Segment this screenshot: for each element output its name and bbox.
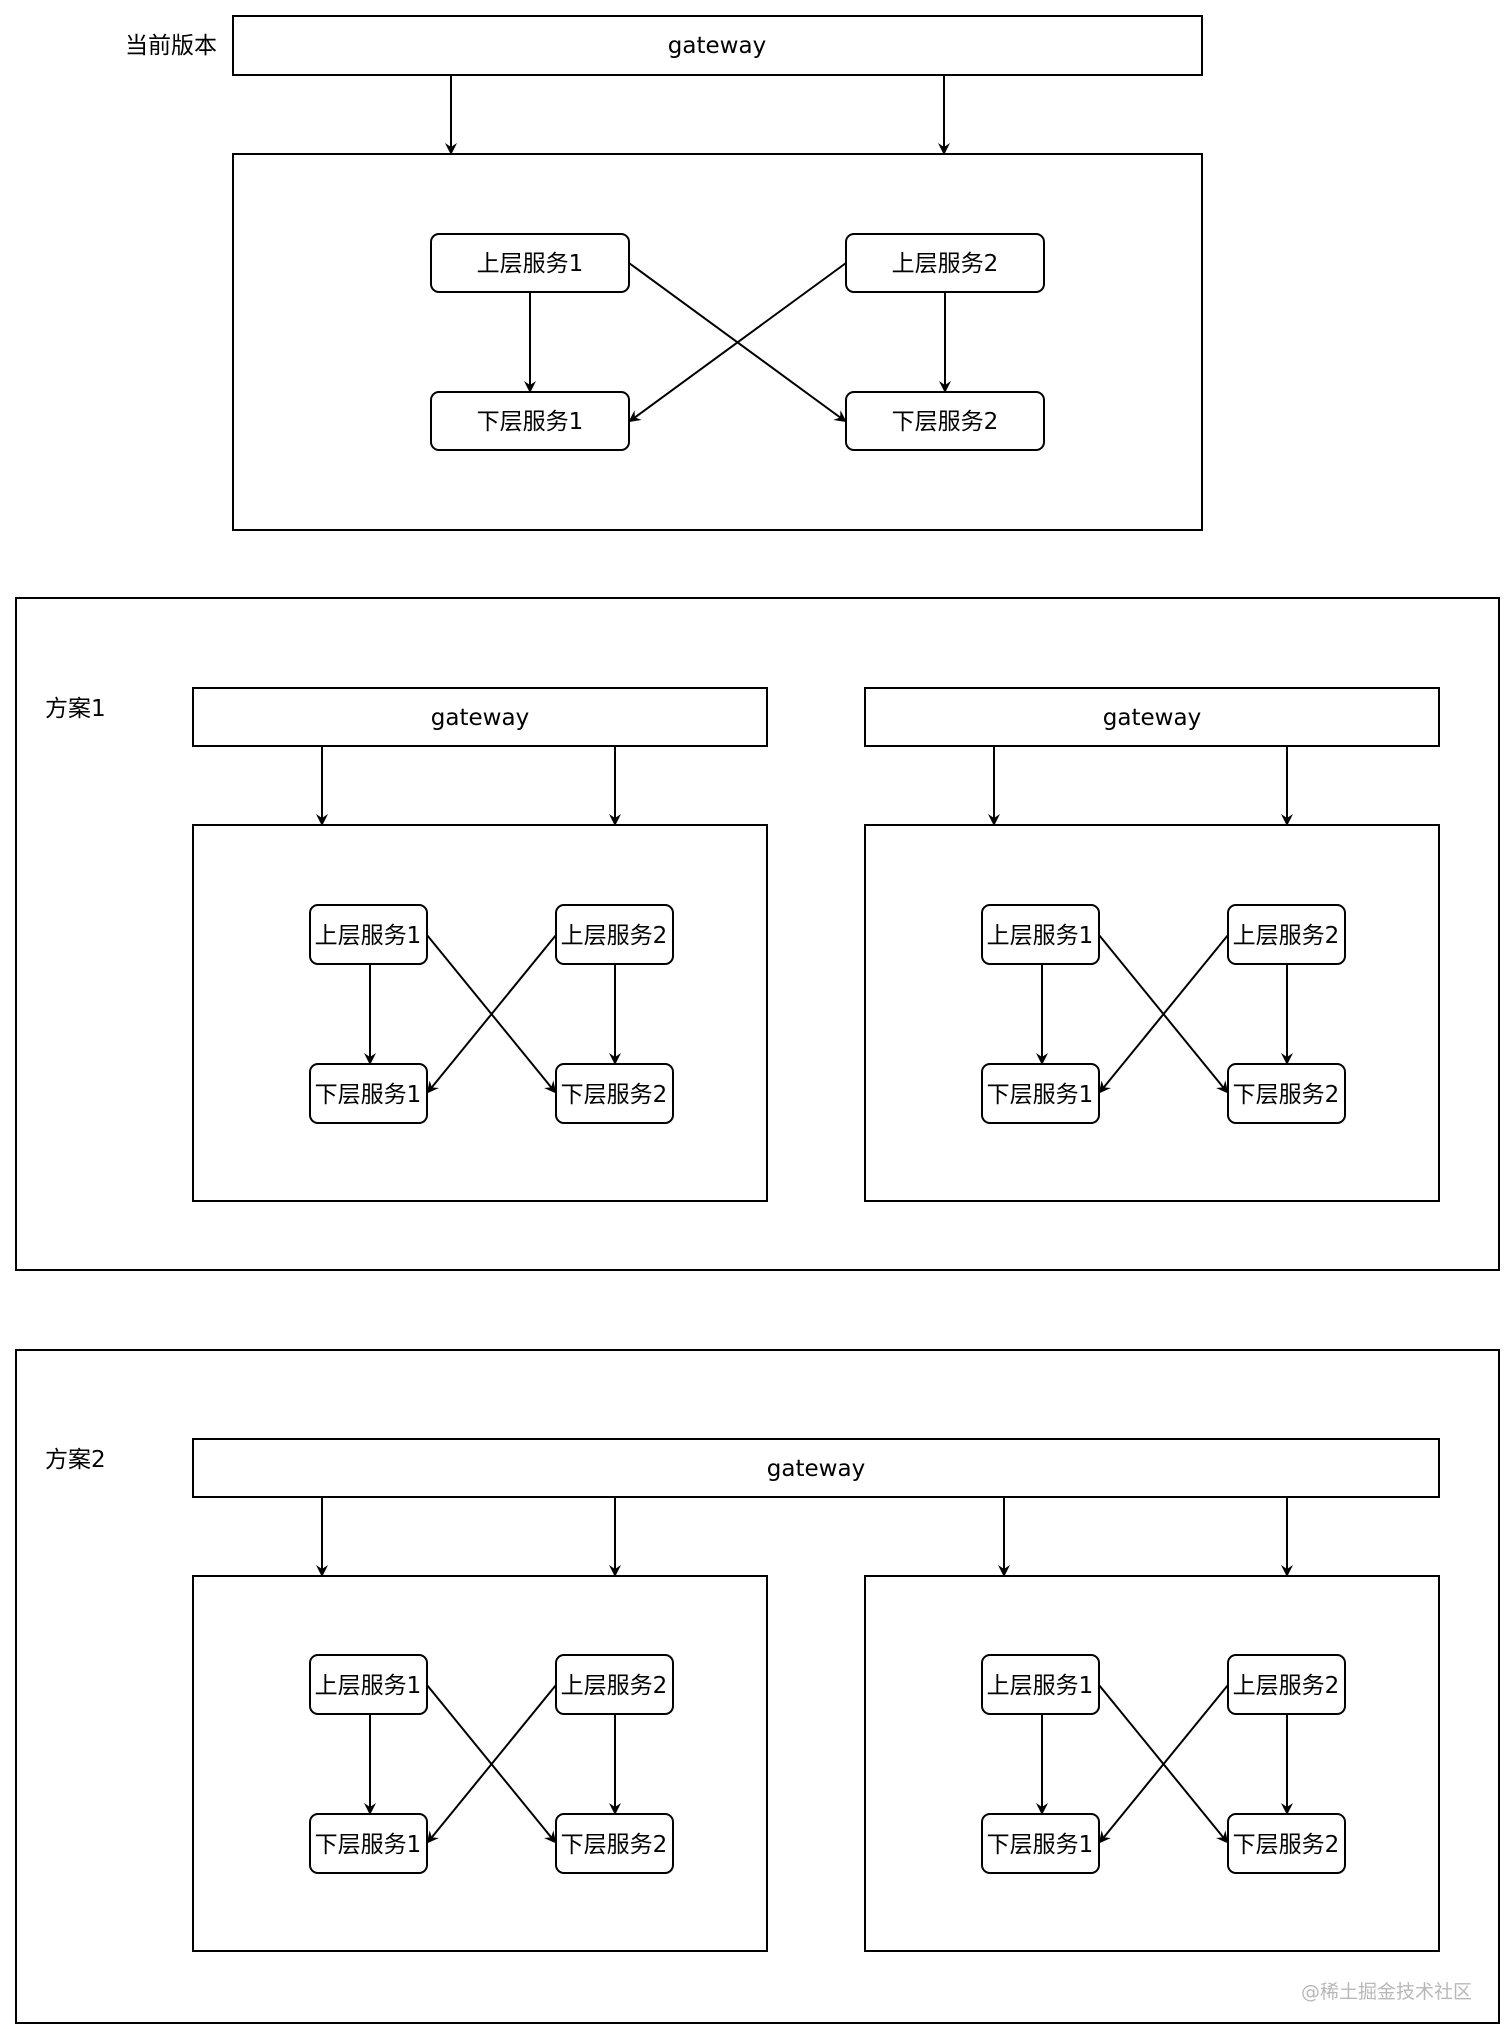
lower-service-1-label: 下层服务1 — [987, 1082, 1094, 1108]
upper-service-2-label: 上层服务2 — [561, 1673, 668, 1699]
lower-service-2-label: 下层服务2 — [892, 409, 999, 435]
upper-service-1-label: 上层服务1 — [315, 923, 422, 949]
service-container — [864, 1575, 1440, 1952]
gateway-label: gateway — [767, 1456, 865, 1482]
lower-service-1: 下层服务1 — [430, 391, 630, 451]
lower-service-2: 下层服务2 — [1227, 1813, 1346, 1874]
upper-service-1: 上层服务1 — [430, 233, 630, 293]
lower-service-1: 下层服务1 — [981, 1813, 1100, 1874]
gateway-label: gateway — [668, 33, 766, 59]
lower-service-1-label: 下层服务1 — [987, 1832, 1094, 1858]
service-container — [192, 824, 768, 1202]
watermark: @稀土掘金技术社区 — [1300, 1981, 1472, 2003]
service-container — [232, 153, 1203, 531]
plan2-label: 方案2 — [45, 1447, 106, 1473]
gateway-label: gateway — [431, 705, 529, 731]
service-container — [864, 824, 1440, 1202]
upper-service-1: 上层服务1 — [981, 1654, 1100, 1715]
upper-service-2-label: 上层服务2 — [561, 923, 668, 949]
lower-service-1-label: 下层服务1 — [315, 1082, 422, 1108]
upper-service-1-label: 上层服务1 — [987, 1673, 1094, 1699]
lower-service-2: 下层服务2 — [845, 391, 1045, 451]
plan2-section: 方案2 gateway 上层服务1 上层服务2 下层服务1 下层服务2 — [15, 1349, 1500, 2024]
upper-service-1: 上层服务1 — [309, 904, 428, 965]
gateway-box: gateway — [192, 687, 768, 747]
lower-service-2-label: 下层服务2 — [561, 1832, 668, 1858]
call-arrow — [426, 934, 557, 1094]
lower-service-2: 下层服务2 — [555, 1813, 674, 1874]
lower-service-1: 下层服务1 — [309, 1063, 428, 1124]
lower-service-2: 下层服务2 — [555, 1063, 674, 1124]
upper-service-1-label: 上层服务1 — [315, 1673, 422, 1699]
upper-service-2: 上层服务2 — [845, 233, 1045, 293]
call-arrow — [1098, 934, 1229, 1094]
plan2-frame — [15, 1349, 1500, 2024]
lower-service-2-label: 下层服务2 — [1233, 1832, 1340, 1858]
upper-service-2: 上层服务2 — [1227, 1654, 1346, 1715]
upper-service-1-label: 上层服务1 — [987, 923, 1094, 949]
upper-service-2: 上层服务2 — [555, 1654, 674, 1715]
current-version-label: 当前版本 — [125, 33, 217, 59]
gateway-label: gateway — [1103, 705, 1201, 731]
gateway-box: gateway — [864, 687, 1440, 747]
plan1-section: 方案1 gateway 上层服务1 上层服务2 下层服务1 下层服务2 — [15, 597, 1500, 1271]
lower-service-2: 下层服务2 — [1227, 1063, 1346, 1124]
current-version-section: 当前版本 gateway 上层服务1 上层服务2 下层服务1 下层服务2 — [125, 15, 1203, 531]
lower-service-2-label: 下层服务2 — [1233, 1082, 1340, 1108]
call-arrow — [628, 262, 847, 423]
plan1-frame — [15, 597, 1500, 1271]
upper-service-2-label: 上层服务2 — [892, 251, 999, 277]
gateway-box: gateway — [232, 15, 1203, 76]
upper-service-1: 上层服务1 — [981, 904, 1100, 965]
lower-service-1: 下层服务1 — [309, 1813, 428, 1874]
call-arrow — [426, 1684, 557, 1844]
upper-service-1: 上层服务1 — [309, 1654, 428, 1715]
lower-service-1-label: 下层服务1 — [477, 409, 584, 435]
upper-service-1-label: 上层服务1 — [477, 251, 584, 277]
lower-service-1-label: 下层服务1 — [315, 1832, 422, 1858]
lower-service-2-label: 下层服务2 — [561, 1082, 668, 1108]
lower-service-1: 下层服务1 — [981, 1063, 1100, 1124]
plan1-label: 方案1 — [45, 696, 106, 722]
service-container — [192, 1575, 768, 1952]
upper-service-2: 上层服务2 — [555, 904, 674, 965]
upper-service-2-label: 上层服务2 — [1233, 923, 1340, 949]
call-arrow — [1098, 1684, 1229, 1844]
gateway-box: gateway — [192, 1438, 1440, 1498]
upper-service-2: 上层服务2 — [1227, 904, 1346, 965]
upper-service-2-label: 上层服务2 — [1233, 1673, 1340, 1699]
